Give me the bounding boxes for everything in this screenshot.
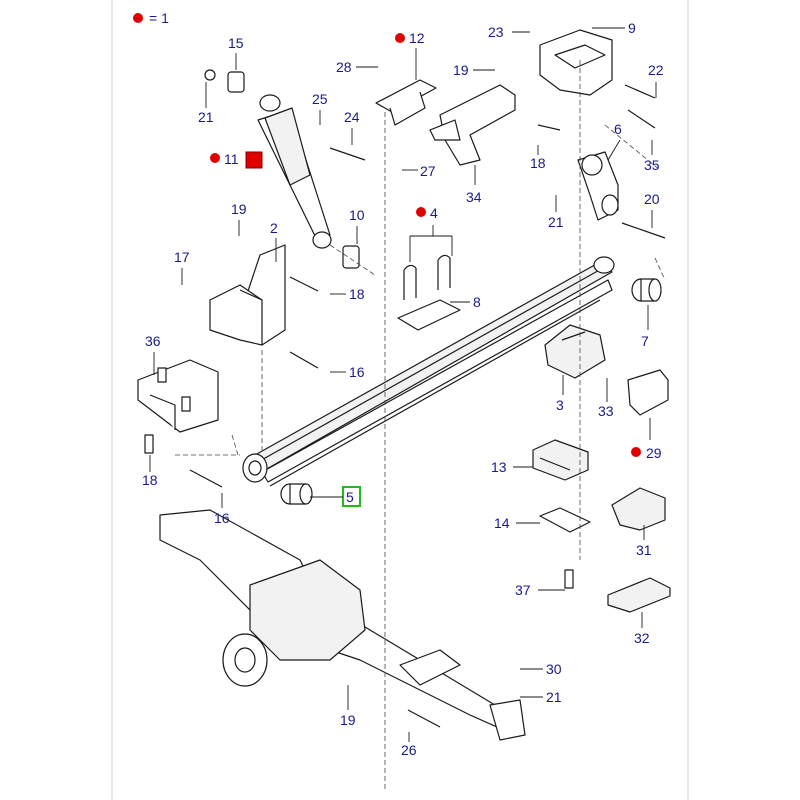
callout-37: 37 (515, 582, 531, 598)
callout-4: 4 (430, 205, 438, 221)
callout-29: 29 (646, 445, 662, 461)
bump-stop-3[interactable] (544, 324, 606, 379)
callout-17: 17 (174, 249, 190, 265)
mount-plate-12[interactable] (375, 79, 437, 126)
callout-13: 13 (491, 459, 507, 475)
callout-6: 6 (614, 121, 622, 137)
bushing-7[interactable] (631, 278, 662, 302)
callout-5-highlight-box (342, 486, 361, 507)
callout-33: 33 (598, 403, 614, 419)
block-32[interactable] (607, 577, 671, 613)
reference-marker-11 (245, 151, 263, 169)
callout-27: 27 (420, 163, 436, 179)
callout-3: 3 (556, 397, 564, 413)
bushing-15[interactable] (204, 69, 245, 93)
callout-36: 36 (145, 333, 161, 349)
callout-5: 5 (346, 489, 354, 505)
leaf-spring[interactable] (242, 256, 615, 487)
callout-23: 23 (488, 24, 504, 40)
callout-31: 31 (636, 542, 652, 558)
callout-16-low: 16 (214, 510, 230, 526)
callout-15: 15 (228, 35, 244, 51)
callout-30: 30 (546, 661, 562, 677)
callout-9: 9 (628, 20, 636, 36)
red-dot-11 (210, 153, 220, 163)
callout-19-mid: 19 (231, 201, 247, 217)
callout-19-top: 19 (453, 62, 469, 78)
callout-25: 25 (312, 91, 328, 107)
bolts (144, 84, 666, 728)
bracket-34[interactable] (429, 84, 516, 166)
red-dot-29 (631, 447, 641, 457)
callout-18-mid: 18 (349, 286, 365, 302)
callouts: 15 21 28 12 23 9 19 22 25 24 11 27 18 6 … (142, 20, 664, 758)
callout-32: 32 (634, 630, 650, 646)
assembly-lines (175, 60, 666, 790)
red-dot-12 (395, 33, 405, 43)
callout-21-top: 21 (198, 109, 214, 125)
callout-34: 34 (466, 189, 482, 205)
callout-10: 10 (349, 207, 365, 223)
callout-19-low: 19 (340, 712, 356, 728)
bushing-10[interactable] (342, 245, 360, 269)
callout-7: 7 (641, 333, 649, 349)
bracket-36[interactable] (137, 359, 219, 433)
pad-13[interactable] (532, 439, 589, 481)
callout-2: 2 (270, 220, 278, 236)
bracket-9[interactable] (539, 29, 613, 96)
callout-11: 11 (224, 151, 239, 167)
spring-hanger-2[interactable] (209, 244, 286, 346)
callout-12: 12 (409, 30, 425, 46)
callout-24: 24 (344, 109, 360, 125)
callout-18-top: 18 (530, 155, 546, 171)
shock-absorber[interactable] (257, 94, 332, 249)
callout-8: 8 (473, 294, 481, 310)
plate-14[interactable] (539, 507, 591, 533)
callout-14: 14 (494, 515, 510, 531)
callout-35: 35 (644, 157, 660, 173)
callout-22: 22 (648, 62, 664, 78)
block-31[interactable] (611, 487, 666, 531)
bracket-29[interactable] (627, 369, 669, 416)
plate-8[interactable] (397, 299, 461, 331)
rear-axle[interactable] (159, 509, 526, 741)
callout-20: 20 (644, 191, 660, 207)
legend-text: = 1 (149, 10, 169, 26)
callout-16-mid: 16 (349, 364, 365, 380)
callout-21-mid: 21 (548, 214, 564, 230)
callout-26: 26 (401, 742, 417, 758)
callout-18-low: 18 (142, 472, 158, 488)
legend-marker-dot (133, 13, 143, 23)
shackle-6[interactable] (577, 151, 619, 221)
bushing-5[interactable] (280, 483, 313, 505)
callout-21-low: 21 (546, 689, 562, 705)
red-dot-4 (416, 207, 426, 217)
u-bolts-4[interactable] (403, 254, 451, 300)
callout-28: 28 (336, 59, 352, 75)
leader-lines (149, 27, 657, 742)
